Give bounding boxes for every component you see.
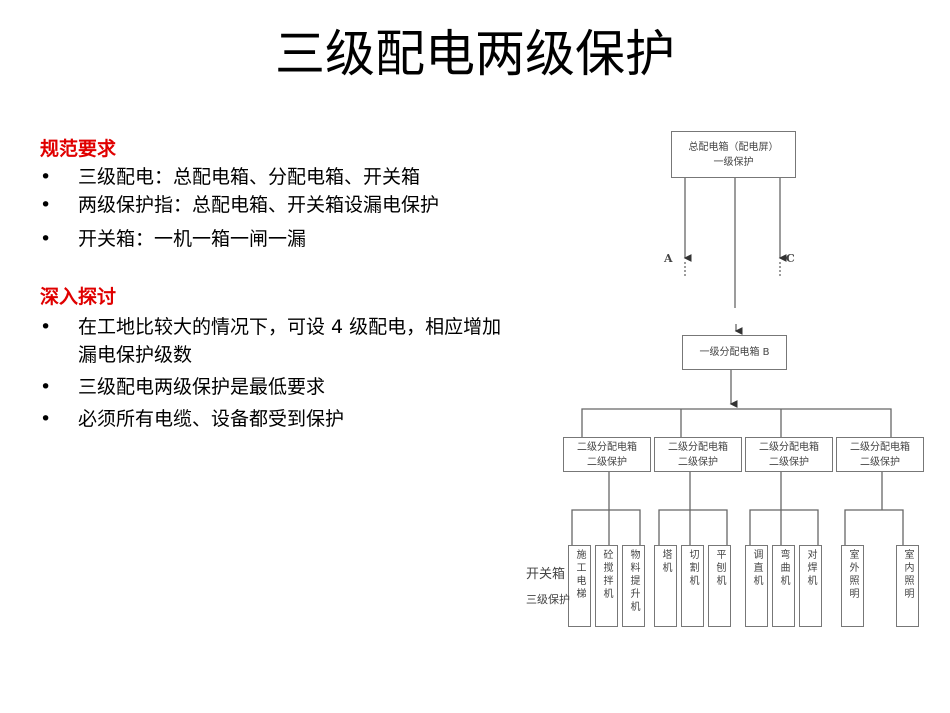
section-heading: 规范要求 (40, 138, 117, 160)
level2-distribution-box: 二级分配电箱二级保护 (836, 437, 924, 472)
box-label: 二级保护 (678, 456, 718, 468)
leaf-label: 切割机 (687, 549, 698, 588)
level2-distribution-box: 二级分配电箱二级保护 (654, 437, 742, 472)
leaf-label: 调直机 (751, 549, 762, 588)
leaf-label: 弯曲机 (778, 549, 789, 588)
level1-distribution-box: 一级分配电箱 B (682, 335, 787, 370)
bullet-text: 开关箱：一机一箱一闸一漏 (78, 228, 307, 250)
level2-distribution-box: 二级分配电箱二级保护 (563, 437, 651, 472)
switch-box-leaf: 调直机 (745, 545, 768, 627)
main-distribution-box: 总配电箱（配电屏） 一级保护 (671, 131, 796, 178)
switch-box-leaf: 切割机 (681, 545, 704, 627)
bullet-item: • 两级保护指：总配电箱、开关箱设漏电保护 (40, 191, 510, 219)
box-label: 二级分配电箱 (759, 441, 819, 453)
bullet-icon: • (40, 166, 52, 188)
branch-c-label: C (786, 252, 795, 265)
switch-box-leaf: 室外照明 (841, 545, 864, 627)
leaf-label: 对焊机 (805, 549, 816, 588)
level3-protection-row-label: 三级保护 (526, 593, 570, 606)
box-label: 一级保护 (713, 156, 754, 168)
bullet-text: 必须所有电缆、设备都受到保护 (78, 408, 345, 430)
bullet-icon: • (40, 408, 52, 430)
bullet-item: • 必须所有电缆、设备都受到保护 (40, 405, 510, 433)
bullet-item: • 开关箱：一机一箱一闸一漏 (40, 225, 510, 253)
leaf-label: 平刨机 (714, 549, 725, 588)
box-label: 二级分配电箱 (850, 441, 910, 453)
bullet-icon: • (40, 376, 52, 398)
switch-box-leaf: 施工电梯 (568, 545, 591, 627)
switch-box-row-label: 开关箱 (526, 567, 566, 582)
bullet-icon: • (40, 316, 52, 338)
level2-distribution-box: 二级分配电箱二级保护 (745, 437, 833, 472)
box-label: 二级分配电箱 (577, 441, 637, 453)
switch-box-leaf: 砼搅拌机 (595, 545, 618, 627)
box-label: 总配电箱（配电屏） (688, 141, 779, 153)
bullet-text: 在工地比较大的情况下，可设 4 级配电，相应增加漏电保护级数 (78, 316, 502, 366)
switch-box-leaf: 对焊机 (799, 545, 822, 627)
switch-box-leaf: 物料提升机 (622, 545, 645, 627)
bullet-item: • 三级配电两级保护是最低要求 (40, 373, 510, 401)
bullet-icon: • (40, 194, 52, 216)
text-content: 规范要求 • 三级配电：总配电箱、分配电箱、开关箱 • 两级保护指：总配电箱、开关箱… (40, 135, 510, 433)
box-label: 二级保护 (587, 456, 627, 468)
leaf-label: 物料提升机 (628, 549, 639, 614)
branch-a-label: A (664, 252, 673, 265)
slide-title: 三级配电两级保护 (275, 25, 675, 83)
section-heading: 深入探讨 (40, 286, 117, 308)
box-label: 二级保护 (860, 456, 900, 468)
switch-box-leaf: 平刨机 (708, 545, 731, 627)
bullet-text: 三级配电：总配电箱、分配电箱、开关箱 (78, 166, 421, 188)
switch-box-leaf: 塔机 (654, 545, 677, 627)
bullet-item: • 三级配电：总配电箱、分配电箱、开关箱 (40, 163, 510, 191)
leaf-label: 室外照明 (847, 549, 858, 601)
bullet-text: 三级配电两级保护是最低要求 (78, 376, 326, 398)
box-label: 二级保护 (769, 456, 809, 468)
bullet-item: • 在工地比较大的情况下，可设 4 级配电，相应增加漏电保护级数 (40, 313, 510, 369)
bullet-text: 两级保护指：总配电箱、开关箱设漏电保护 (78, 194, 440, 216)
leaf-label: 砼搅拌机 (601, 549, 612, 601)
leaf-label: 塔机 (660, 549, 671, 575)
box-label: 一级分配电箱 B (699, 347, 770, 358)
leaf-label: 施工电梯 (574, 549, 585, 601)
switch-box-leaf: 室内照明 (896, 545, 919, 627)
box-label: 二级分配电箱 (668, 441, 728, 453)
switch-box-leaf: 弯曲机 (772, 545, 795, 627)
bullet-icon: • (40, 228, 52, 250)
leaf-label: 室内照明 (902, 549, 913, 601)
